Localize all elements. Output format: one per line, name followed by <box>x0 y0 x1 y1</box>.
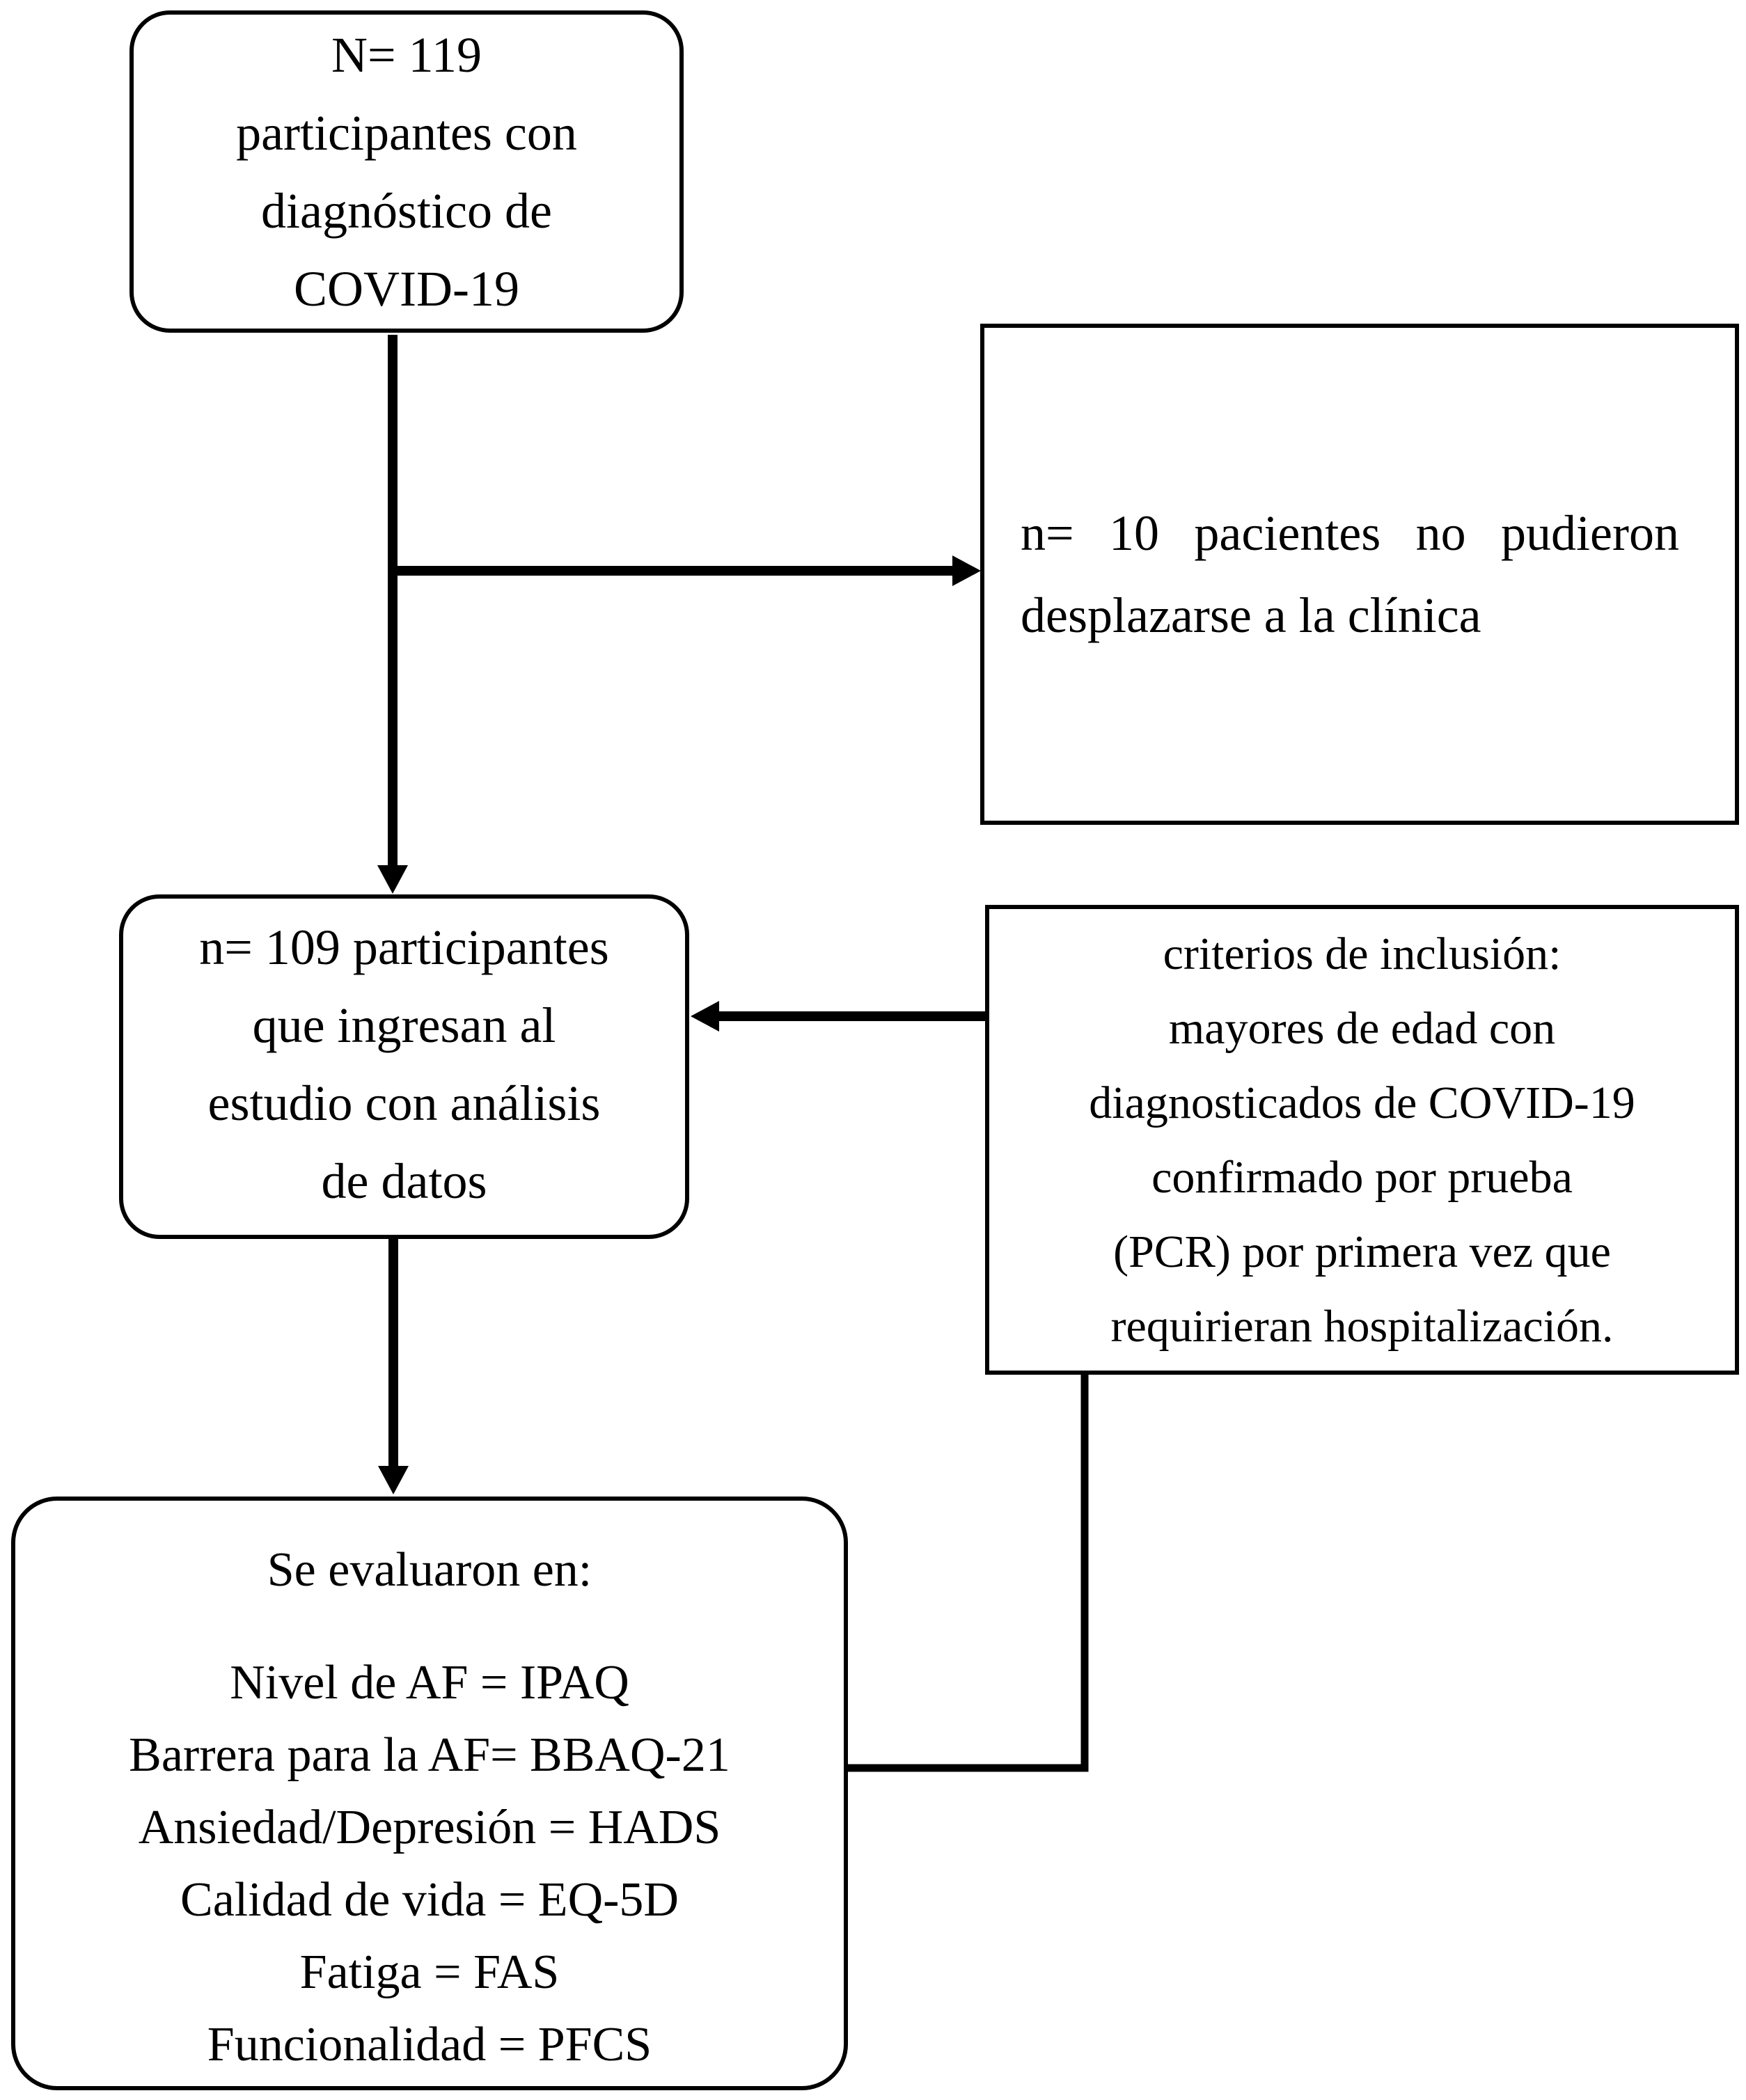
criteria-line: criterios de inclusión: <box>1163 928 1562 979</box>
arrow-down-icon <box>377 865 408 894</box>
enrolled-line: N= 119 <box>331 26 482 83</box>
enrolled-line: participantes con <box>236 104 577 161</box>
arrow-down-icon <box>378 1466 409 1494</box>
included-box: n= 109 participantes que ingresan al est… <box>119 894 689 1239</box>
excluded-box: n= 10 pacientes no pudieron desplazarse … <box>980 324 1739 825</box>
evaluation-title: Se evaluaron en: <box>267 1543 592 1597</box>
connector-criteria-to-evaluated <box>848 1373 1089 1772</box>
evaluation-item: Barrera para la AF= BBAQ-21 <box>129 1728 730 1782</box>
excluded-line: desplazarse a la clínica <box>1021 587 1481 643</box>
evaluation-item: Fatiga = FAS <box>299 1945 560 1999</box>
evaluation-box: Se evaluaron en: Nivel de AF = IPAQ Barr… <box>11 1497 848 2090</box>
criteria-line: (PCR) por primera vez que <box>1113 1226 1611 1277</box>
included-line: que ingresan al <box>252 997 556 1053</box>
excluded-line: n= 10 pacientes no pudieron <box>1021 505 1679 561</box>
inclusion-criteria-box: criterios de inclusión: mayores de edad … <box>985 905 1739 1375</box>
evaluation-item: Ansiedad/Depresión = HADS <box>138 1801 721 1854</box>
criteria-line: mayores de edad con <box>1168 1002 1556 1054</box>
criteria-line: diagnosticados de COVID-19 <box>1089 1077 1635 1128</box>
enrolled-line: COVID-19 <box>294 260 519 317</box>
included-line: de datos <box>321 1153 487 1209</box>
evaluation-item: Funcionalidad = PFCS <box>207 2018 652 2071</box>
criteria-line: requirieran hospitalización. <box>1110 1300 1614 1352</box>
included-line: n= 109 participantes <box>199 919 609 975</box>
enrolled-line: diagnóstico de <box>261 182 552 239</box>
enrolled-box: N= 119 participantes con diagnóstico de … <box>129 10 684 333</box>
criteria-line: confirmado por prueba <box>1151 1151 1573 1203</box>
arrow-right-icon <box>952 555 981 586</box>
evaluation-item: Calidad de vida = EQ-5D <box>180 1873 679 1927</box>
arrow-left-icon <box>691 1001 719 1032</box>
evaluation-item: Nivel de AF = IPAQ <box>230 1656 629 1710</box>
included-line: estudio con análisis <box>207 1075 601 1131</box>
